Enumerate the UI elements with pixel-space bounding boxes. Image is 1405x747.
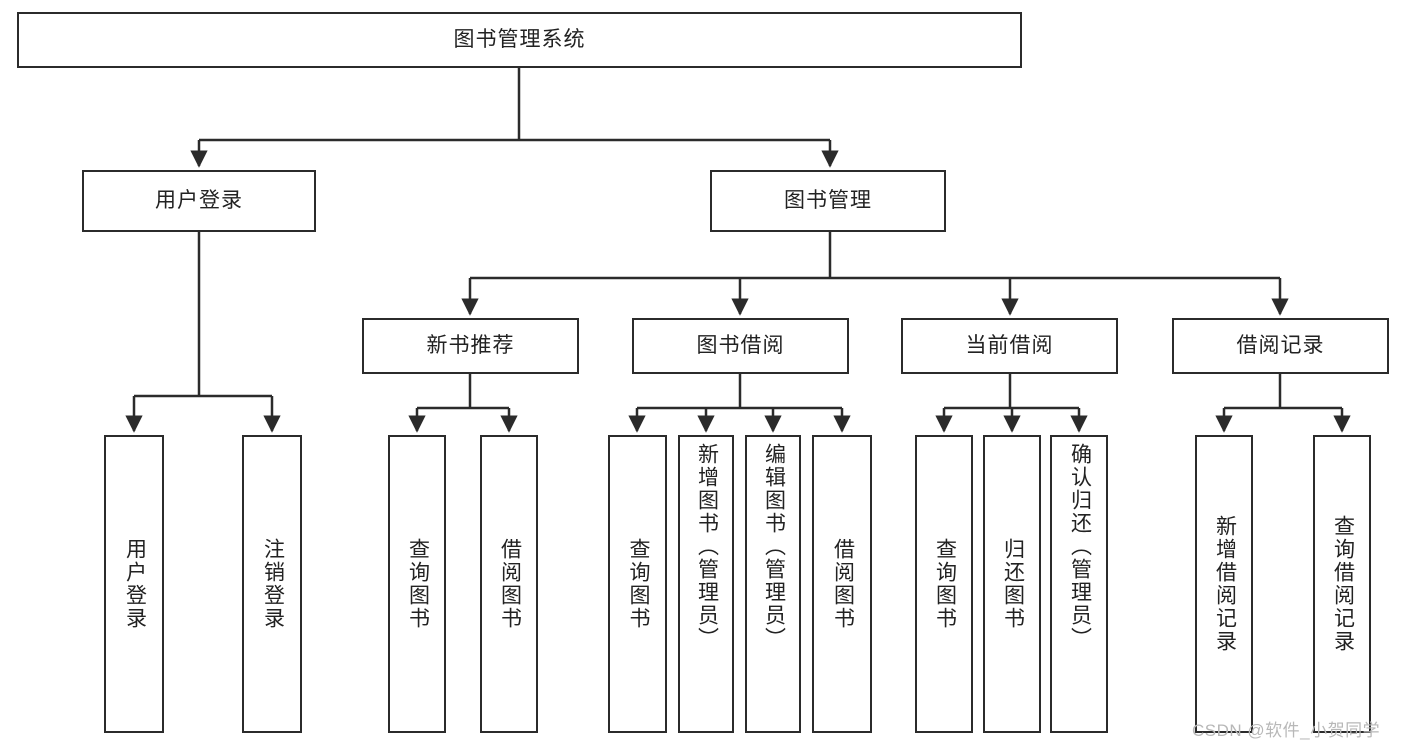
node-leaf-borrow-book-1[interactable]: 借阅图书: [480, 435, 538, 733]
node-leaf-edit-book-admin[interactable]: 编辑图书（管理员）: [745, 435, 801, 733]
node-leaf-confirm-return-admin[interactable]: 确认归还（管理员）: [1050, 435, 1108, 733]
node-leaf-add-borrow-record[interactable]: 新增借阅记录: [1195, 435, 1253, 733]
node-leaf-borrow-book-2[interactable]: 借阅图书: [812, 435, 872, 733]
node-user-login[interactable]: 用户登录: [82, 170, 316, 232]
node-leaf-add-book-admin[interactable]: 新增图书（管理员）: [678, 435, 734, 733]
node-book-borrow[interactable]: 图书借阅: [632, 318, 849, 374]
node-book-management[interactable]: 图书管理: [710, 170, 946, 232]
node-new-book-recommend[interactable]: 新书推荐: [362, 318, 579, 374]
node-root-system[interactable]: 图书管理系统: [17, 12, 1022, 68]
node-leaf-user-login[interactable]: 用户登录: [104, 435, 164, 733]
node-leaf-logout[interactable]: 注销登录: [242, 435, 302, 733]
node-leaf-query-book-3[interactable]: 查询图书: [915, 435, 973, 733]
node-leaf-query-borrow-record[interactable]: 查询借阅记录: [1313, 435, 1371, 733]
node-leaf-query-book-1[interactable]: 查询图书: [388, 435, 446, 733]
node-leaf-return-book[interactable]: 归还图书: [983, 435, 1041, 733]
node-leaf-query-book-2[interactable]: 查询图书: [608, 435, 667, 733]
csdn-watermark: CSDN @软件_小贺同学: [1192, 721, 1381, 740]
node-borrow-record[interactable]: 借阅记录: [1172, 318, 1389, 374]
node-current-borrow[interactable]: 当前借阅: [901, 318, 1118, 374]
